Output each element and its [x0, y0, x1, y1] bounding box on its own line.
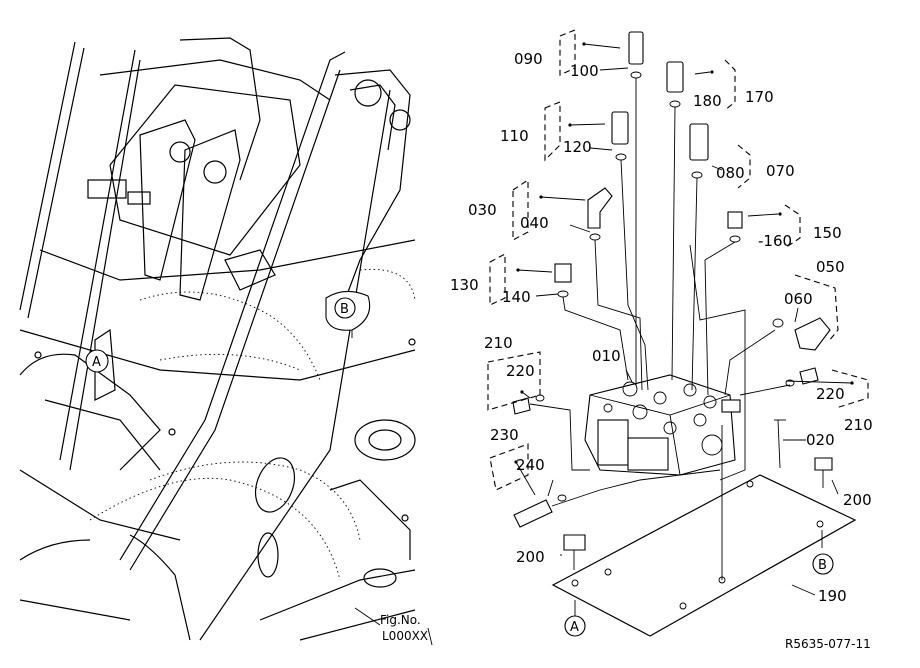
- label-150: 150: [813, 224, 842, 242]
- label-080: 080: [716, 164, 745, 182]
- label-240: 240: [516, 456, 545, 474]
- label-060: 060: [784, 290, 813, 308]
- label-070: 070: [766, 162, 795, 180]
- callout-b-right: B: [812, 553, 834, 575]
- label-090: 090: [514, 50, 543, 68]
- callout-a-right: A: [564, 615, 586, 637]
- label-040: 040: [520, 214, 549, 232]
- label-110: 110: [500, 127, 529, 145]
- label-100: 100: [570, 62, 599, 80]
- label-140: 140: [502, 288, 531, 306]
- callout-a-right-text: A: [570, 620, 579, 635]
- label-010: 010: [592, 347, 621, 365]
- label-050: 050: [816, 258, 845, 276]
- label-220-right: 220: [816, 385, 845, 403]
- callout-b-left: B: [334, 297, 356, 319]
- part-labels: 090 100 180 170 110 120 080 070 030 040 …: [450, 50, 873, 605]
- label-230: 230: [490, 426, 519, 444]
- valve-exploded-view: [487, 29, 869, 637]
- figure-number: Fig.No. L000XX: [354, 607, 433, 646]
- callout-a-left: A: [85, 349, 109, 373]
- label-170: 170: [745, 88, 774, 106]
- label-200-left: 200: [516, 548, 545, 566]
- label-160: -160: [758, 232, 792, 250]
- label-210-top: 210: [484, 334, 513, 352]
- label-190: 190: [818, 587, 847, 605]
- label-180: 180: [693, 92, 722, 110]
- label-210-right: 210: [844, 416, 873, 434]
- callout-b-left-text: B: [340, 302, 349, 317]
- reference-code: R5635-077-11: [785, 637, 871, 651]
- callout-b-right-text: B: [818, 558, 827, 573]
- label-020: 020: [806, 431, 835, 449]
- figure-no-label: Fig.No.: [380, 613, 421, 627]
- label-030: 030: [468, 201, 497, 219]
- label-120: 120: [563, 138, 592, 156]
- callout-a-left-text: A: [92, 355, 101, 370]
- label-200-right: 200: [843, 491, 872, 509]
- label-220-left: 220: [506, 362, 535, 380]
- label-130: 130: [450, 276, 479, 294]
- figure-no-value: L000XX: [382, 629, 428, 643]
- frame-view: [19, 37, 416, 641]
